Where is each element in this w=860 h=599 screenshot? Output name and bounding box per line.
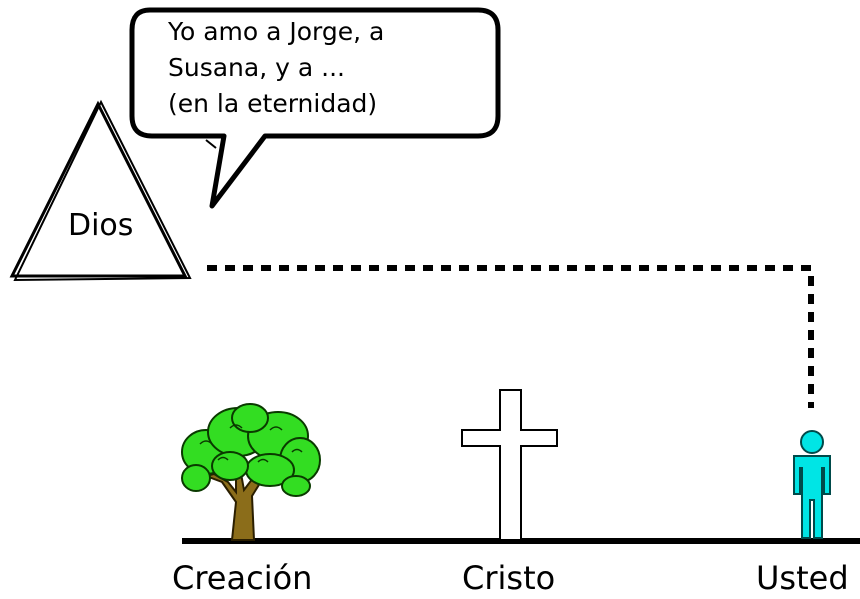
speech-bubble [129, 7, 501, 209]
cross-icon [461, 389, 558, 541]
god-label: Dios [68, 208, 134, 243]
dotted-connector [207, 265, 814, 408]
speech-line-3: (en la eternidad) [168, 89, 378, 118]
person-icon [793, 430, 831, 539]
christ-label: Cristo [462, 559, 556, 597]
speech-bubble-text: Yo amo a Jorge, a Susana, y a ... (en la… [168, 14, 468, 122]
creation-label: Creación [172, 559, 313, 597]
tree-icon [181, 403, 321, 541]
speech-line-2: Susana, y a ... [168, 53, 345, 82]
you-label: Usted [756, 559, 849, 597]
speech-line-1: Yo amo a Jorge, a [168, 17, 385, 46]
god-triangle-icon [9, 99, 192, 282]
